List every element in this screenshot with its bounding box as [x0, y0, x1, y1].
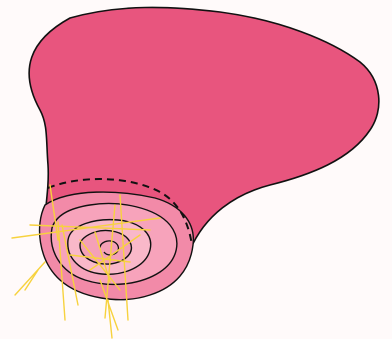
fiber — [25, 270, 38, 290]
fiber — [108, 300, 112, 338]
fiber — [15, 262, 45, 295]
